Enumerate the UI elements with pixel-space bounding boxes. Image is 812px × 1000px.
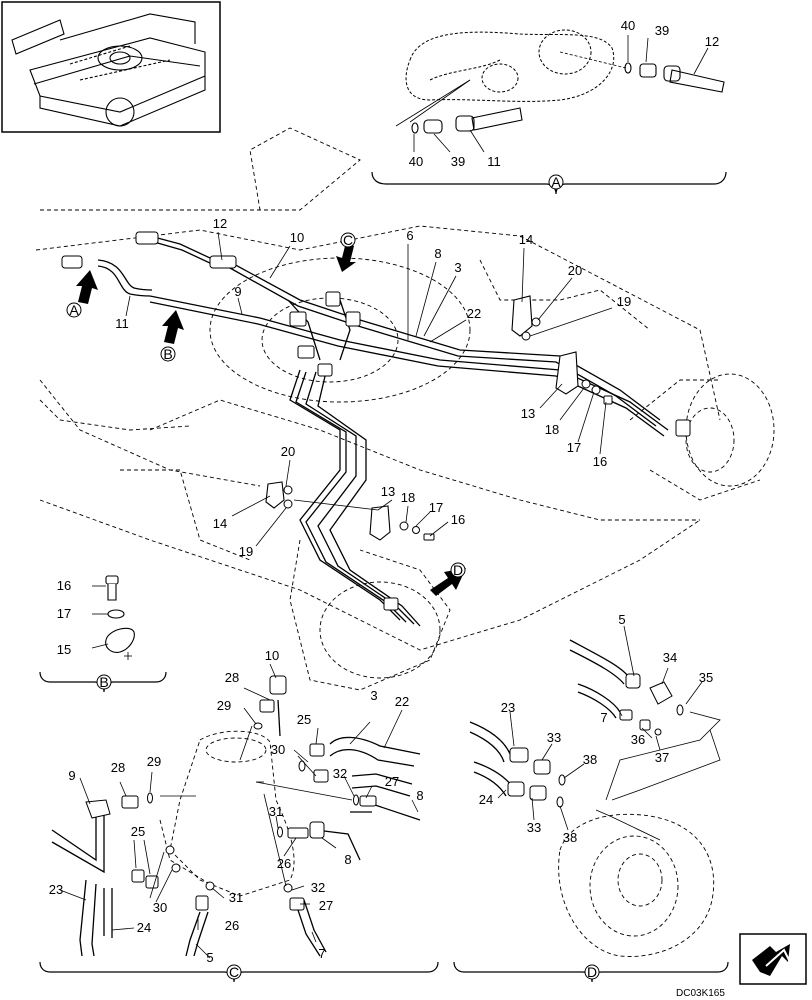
view-label-c: C (229, 964, 239, 980)
view-label-b: B (99, 674, 108, 690)
part-label-35: 35 (699, 670, 713, 685)
part-label-5-c: 5 (206, 950, 213, 965)
orientation-icon (739, 933, 807, 985)
part-label-23-d: 23 (501, 700, 515, 715)
part-label-16: 16 (593, 454, 607, 469)
part-label-12: 12 (213, 216, 227, 231)
part-label-26-d: 26 (225, 918, 239, 933)
part-label-17-c: 17 (57, 606, 71, 621)
part-label-7-c: 7 (318, 946, 325, 961)
part-label-34: 34 (663, 650, 677, 665)
part-label-33-a: 33 (547, 730, 561, 745)
part-label-31-c: 31 (269, 804, 283, 819)
part-label-39-a: 39 (655, 23, 669, 38)
part-label-40-b: 40 (409, 154, 423, 169)
part-label-10-c: 10 (265, 648, 279, 663)
view-c-detail (39, 663, 439, 983)
part-label-25-c: 25 (297, 712, 311, 727)
part-label-22: 22 (467, 306, 481, 321)
part-label-28-c: 28 (111, 760, 125, 775)
key-map-inset (1, 1, 221, 133)
part-label-7-d: 7 (600, 710, 607, 725)
part-label-11: 11 (115, 316, 129, 331)
part-label-22-c: 22 (395, 694, 409, 709)
view-label-a: A (551, 174, 561, 190)
part-label-31-d: 31 (229, 890, 243, 905)
part-label-20: 20 (568, 263, 582, 278)
part-label-19: 19 (617, 294, 631, 309)
part-label-18: 18 (545, 422, 559, 437)
view-d-detail (453, 625, 729, 983)
view-arrow-label-c: C (343, 232, 353, 248)
part-label-39-b: 39 (451, 154, 465, 169)
part-label-17: 17 (567, 440, 581, 455)
part-label-13: 13 (521, 406, 535, 421)
part-label-30-c: 30 (271, 742, 285, 757)
view-arrow-label-d: D (453, 562, 463, 578)
part-label-8-d: 8 (344, 852, 351, 867)
part-label-32-d: 32 (311, 880, 325, 895)
part-label-33-b: 33 (527, 820, 541, 835)
part-labels: 40 39 12 40 39 11 A 12 10 6 8 3 22 9 11 … (49, 18, 726, 999)
view-a-detail (371, 29, 727, 195)
part-label-27-c: 27 (385, 774, 399, 789)
part-label-18-b: 18 (401, 490, 415, 505)
drawing-code: DC03K165 (676, 988, 725, 999)
part-label-14-b: 14 (213, 516, 227, 531)
part-label-20-b: 20 (281, 444, 295, 459)
part-label-16-b: 16 (451, 512, 465, 527)
part-label-8-c: 8 (416, 788, 423, 803)
part-label-24-d: 24 (479, 792, 493, 807)
part-label-11-a: 11 (487, 154, 501, 169)
part-label-5-d: 5 (618, 612, 625, 627)
part-label-25-d: 25 (131, 824, 145, 839)
part-label-24-c: 24 (137, 920, 151, 935)
main-assembly (35, 127, 775, 691)
part-label-9-c: 9 (68, 768, 75, 783)
part-label-38-a: 38 (583, 752, 597, 767)
part-label-27-d: 27 (319, 898, 333, 913)
part-label-36: 36 (631, 732, 645, 747)
part-label-16-c: 16 (57, 578, 71, 593)
part-label-29-c: 29 (147, 754, 161, 769)
part-label-10: 10 (290, 230, 304, 245)
view-label-d: D (587, 964, 597, 980)
part-label-30-d: 30 (153, 900, 167, 915)
part-label-12-a: 12 (705, 34, 719, 49)
part-label-38-b: 38 (563, 830, 577, 845)
part-label-29: 29 (217, 698, 231, 713)
part-label-19-b: 19 (239, 544, 253, 559)
view-arrow-label-a: A (69, 302, 79, 318)
part-label-9: 9 (234, 284, 241, 299)
part-label-32-c: 32 (333, 766, 347, 781)
part-label-26-c: 26 (277, 856, 291, 871)
part-label-3: 3 (454, 260, 461, 275)
part-label-14: 14 (519, 232, 533, 247)
part-label-23-c: 23 (49, 882, 63, 897)
part-label-8: 8 (434, 246, 441, 261)
view-b-detail (39, 575, 167, 693)
part-label-6: 6 (406, 228, 413, 243)
part-label-37: 37 (655, 750, 669, 765)
part-label-17-b: 17 (429, 500, 443, 515)
part-label-28: 28 (225, 670, 239, 685)
part-label-13-b: 13 (381, 484, 395, 499)
part-label-40-a: 40 (621, 18, 635, 33)
part-label-15: 15 (57, 642, 71, 657)
view-arrow-label-b: B (163, 346, 172, 362)
part-label-3-c: 3 (370, 688, 377, 703)
